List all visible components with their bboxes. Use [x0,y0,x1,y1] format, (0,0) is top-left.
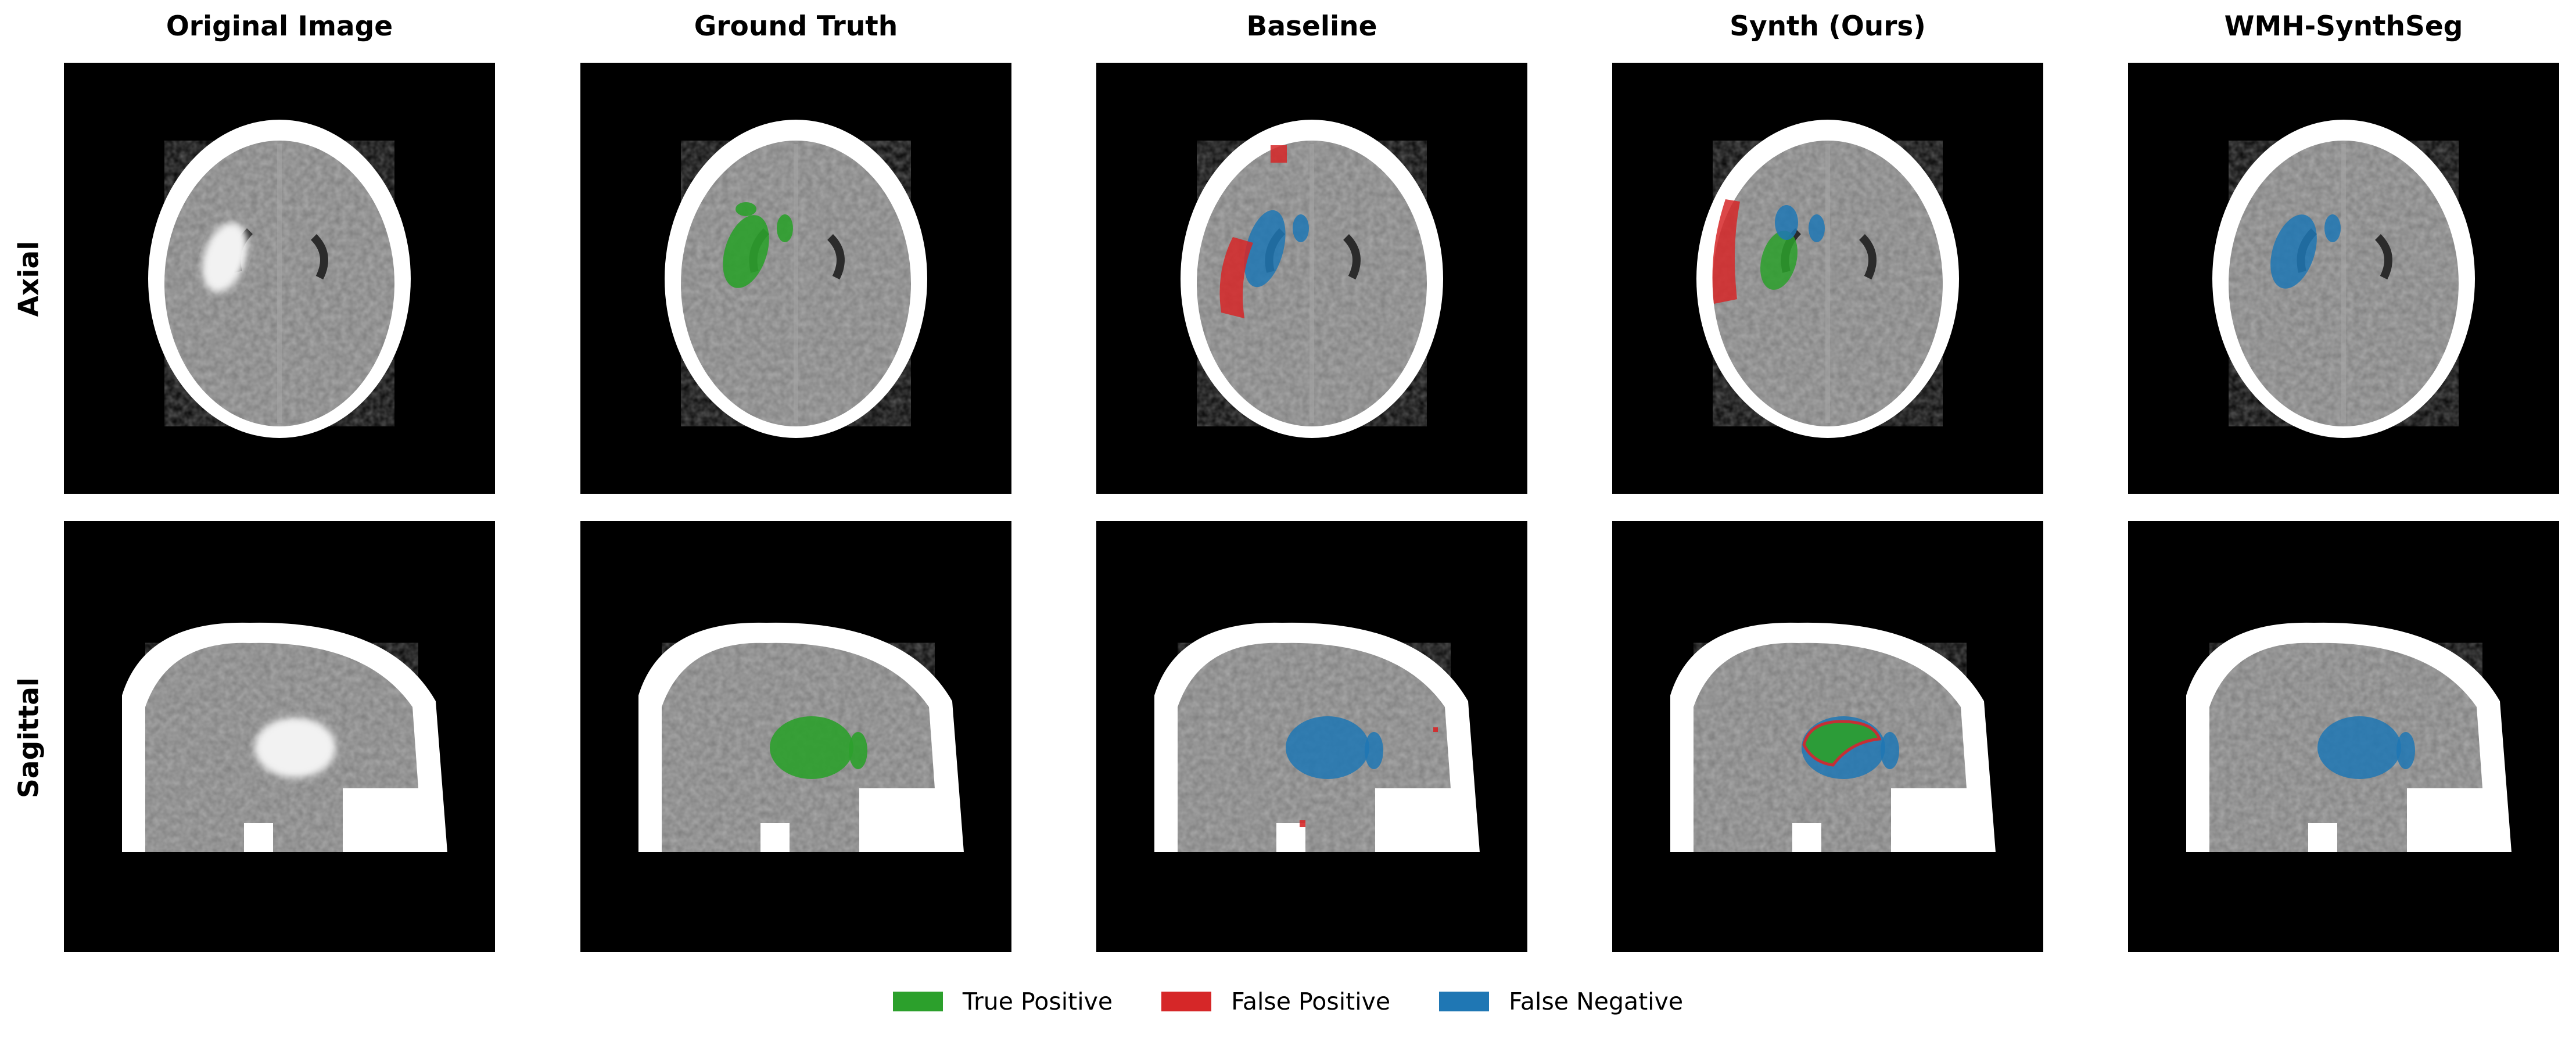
true-positive-region [770,716,853,779]
axial-ct-image [1612,63,2043,494]
legend-label-true-positive: True Positive [962,988,1113,1015]
legend-item-false-positive: False Positive [1161,988,1390,1015]
false-negative-region [1365,732,1383,769]
false-negative-region [2270,214,2317,289]
true-positive-region [849,732,867,769]
hemorrhage [202,222,248,293]
midline [2341,144,2346,423]
true-positive-region [777,214,793,242]
legend-swatch-false-negative [1439,992,1490,1011]
false-negative-region [1286,716,1369,779]
skull-base [760,823,790,852]
skull-base [1792,823,1821,852]
axial-ct-image [2128,63,2559,494]
panel-sagittal-ground-truth [580,521,1011,952]
panel-lower-background [1096,852,1527,952]
sagittal-ct-image [64,521,495,952]
false-positive-region [1219,237,1253,318]
column-title-wmh-synthseg: WMH-SynthSeg [2224,10,2463,42]
skull-base [871,788,941,806]
legend: True Positive False Positive False Negat… [0,985,2576,1018]
true-positive-region [736,202,756,216]
sagittal-ct-image [1096,521,1527,952]
panel-axial-synth [1612,63,2043,494]
column-title-ground-truth: Ground Truth [694,10,898,42]
legend-item-false-negative: False Negative [1439,988,1683,1015]
skull-base [2419,788,2488,806]
false-negative-region [1775,205,1798,240]
ventricle-right [2374,234,2392,280]
false-positive-region [1433,727,1438,732]
midline [1825,144,1830,423]
panel-lower-background [2128,852,2559,952]
panel-axial-baseline [1096,63,1527,494]
column-title-synth-ours: Synth (Ours) [1730,10,1926,42]
column-title-baseline: Baseline [1246,10,1377,42]
sagittal-ct-image [580,521,1011,952]
hemorrhage [254,717,336,778]
false-negative-region [2317,716,2401,779]
ventricle-right [1859,234,1877,280]
sagittal-ct-image [1612,521,2043,952]
panel-lower-background [580,852,1011,952]
ventricle-right [1343,234,1361,280]
midline [1309,144,1314,423]
true-positive-region [723,215,769,288]
false-negative-region [1293,214,1309,242]
panel-sagittal-wmh-synthseg [2128,521,2559,952]
false-negative-region [1244,210,1286,288]
axial-ct-image [64,63,495,494]
axial-ct-image [580,63,1011,494]
panel-sagittal-synth [1612,521,2043,952]
panel-axial-wmh-synthseg [2128,63,2559,494]
panel-axial-ground-truth [580,63,1011,494]
false-negative-region [2324,214,2341,242]
false-negative-region [1809,214,1825,242]
row-label-axial: Axial [13,240,45,317]
legend-swatch-false-positive [1161,992,1212,1011]
axial-ct-image [1096,63,1527,494]
panel-lower-background [1612,852,2043,952]
false-positive-region [1271,145,1287,163]
false-positive-region [1300,820,1305,827]
skull-base [244,823,273,852]
false-negative-region [1881,732,1899,769]
panel-sagittal-original [64,521,495,952]
skull-base [1903,788,1972,806]
midline [794,144,798,423]
false-negative-region [2396,732,2415,769]
true-positive-region [1802,720,1882,767]
legend-label-false-negative: False Negative [1509,988,1684,1015]
legend-swatch-true-positive [892,992,943,1011]
skull-base [1387,788,1456,806]
false-positive-region [1712,199,1740,304]
panel-sagittal-baseline [1096,521,1527,952]
legend-label-false-positive: False Positive [1231,988,1391,1015]
true-positive-region [1760,231,1798,290]
ventricle-right [827,234,845,280]
ventricle-right [310,234,328,280]
skull-base [1276,823,1305,852]
column-title-original-image: Original Image [166,10,393,42]
skull-base [2308,823,2337,852]
legend-item-true-positive: True Positive [892,988,1113,1015]
panel-axial-original [64,63,495,494]
skull-base [354,788,424,806]
midline [277,144,282,423]
row-label-sagittal: Sagittal [13,677,45,799]
sagittal-ct-image [2128,521,2559,952]
panel-lower-background [64,852,495,952]
